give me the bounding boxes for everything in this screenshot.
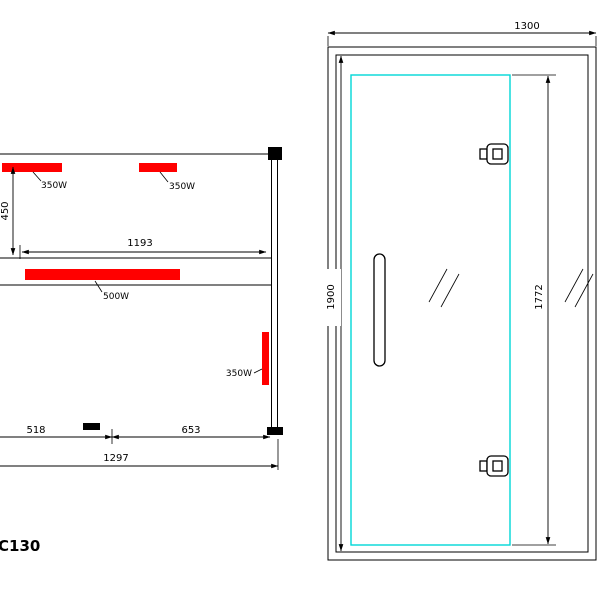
door-handle [373, 253, 386, 367]
hinge-bottom-tab [479, 460, 488, 472]
model-code: C130 [0, 537, 40, 555]
wall-foot [267, 427, 283, 435]
dim-1297-label: 1297 [103, 453, 128, 464]
dim-1900-label: 1900 [326, 284, 337, 309]
dim-1300-label: 1300 [514, 21, 539, 32]
dim-450-label: 450 [0, 201, 11, 220]
frame-outer [327, 46, 597, 561]
glass-mark-side-panel [564, 268, 594, 308]
heater-bar-top-left [2, 163, 62, 172]
wall-cap [268, 147, 282, 160]
heater-bar-bench [25, 269, 180, 280]
heater-bench-label: 500W [103, 292, 129, 302]
heater-side-label: 350W [226, 369, 252, 379]
leader-bench-heater [94, 280, 103, 293]
hinge-top-tab [479, 148, 488, 160]
heater-top-right-label: 350W [169, 182, 195, 192]
dim-518-label: 518 [26, 425, 45, 436]
dim-1772-label: 1772 [534, 284, 545, 309]
dim-1900-text-mask [327, 269, 341, 326]
hinge-top [479, 143, 509, 165]
section-view: 350W 350W 450 1193 500W 350W 518 653 129… [0, 147, 283, 555]
glass-mark-door [428, 268, 460, 308]
heater-top-left-label: 350W [41, 181, 67, 191]
glass-door-outline [350, 74, 511, 546]
leader-top-right-heater [159, 171, 169, 183]
front-view: 1300 1900 [326, 21, 597, 561]
leader-top-left-heater [32, 171, 42, 182]
hinge-bottom [479, 455, 509, 477]
heater-bar-side [262, 332, 269, 385]
hinge-bottom-slot [492, 460, 503, 472]
floor-fitting [83, 423, 100, 430]
heater-bar-top-right [139, 163, 177, 172]
dim-653-label: 653 [181, 425, 200, 436]
hinge-top-slot [492, 148, 503, 160]
leader-side-heater [253, 368, 263, 374]
dim-1193-label: 1193 [127, 238, 152, 249]
